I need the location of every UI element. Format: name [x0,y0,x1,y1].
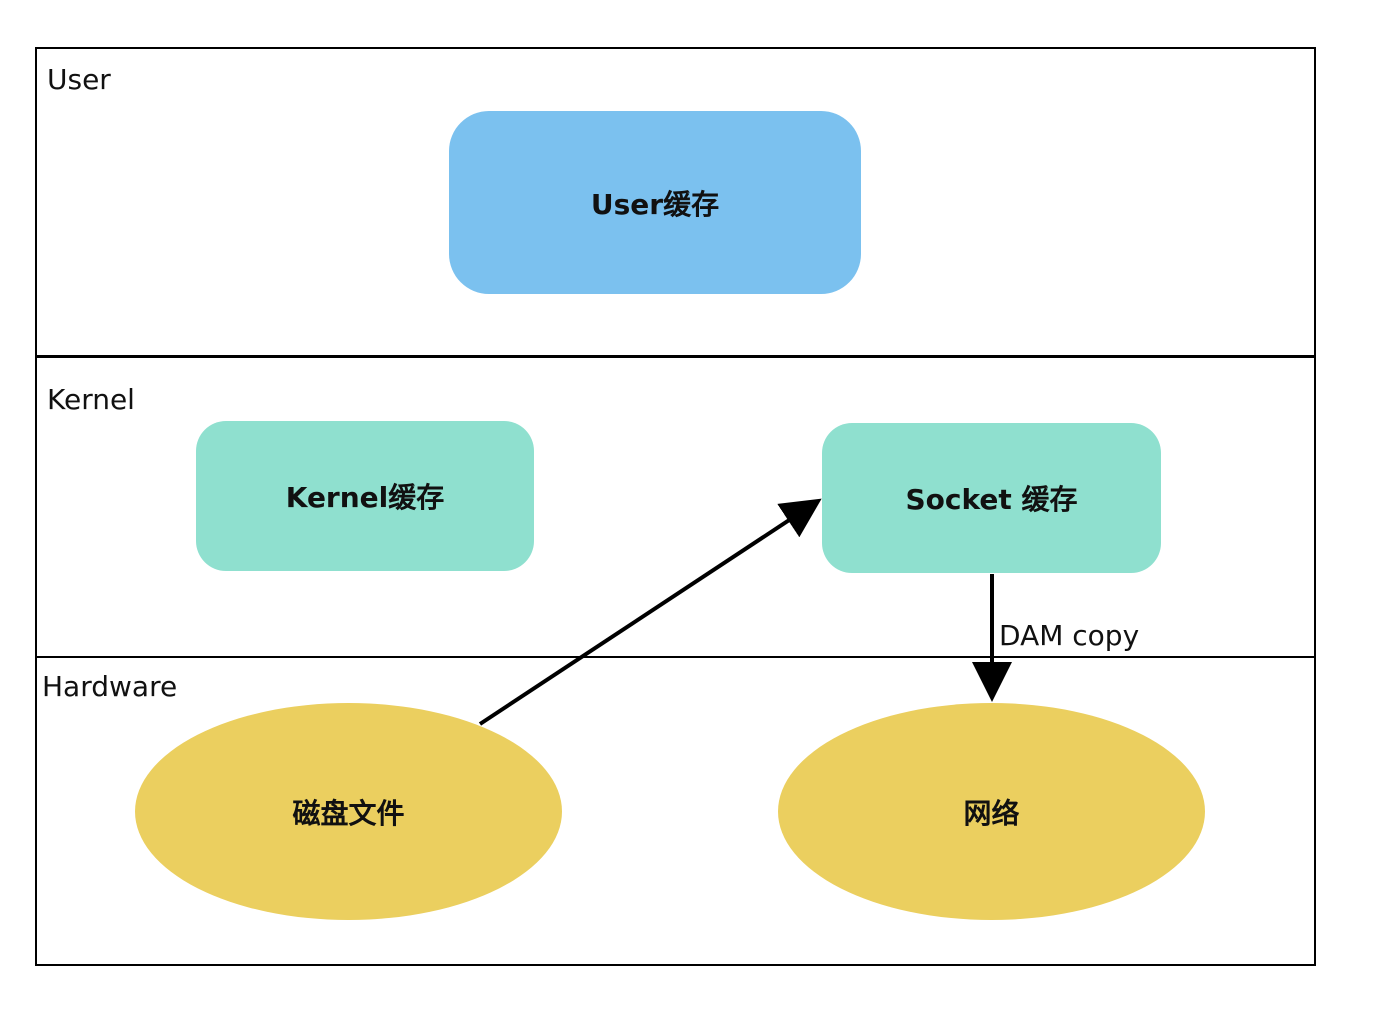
region-label-kernel: Kernel [47,383,135,416]
user-buffer-label: User缓存 [590,187,720,221]
user-buffer-node: User缓存 [449,111,861,294]
user-kernel-divider [35,355,1316,358]
disk-file-label: 磁盘文件 [292,796,405,830]
kernel-buffer-label: Kernel缓存 [285,481,445,514]
kernel-buffer-node: Kernel缓存 [196,421,534,571]
dma-copy-label: DAM copy [997,619,1142,652]
socket-buffer-node: Socket 缓存 [822,423,1161,573]
kernel-hardware-divider [35,656,1316,658]
network-node: 网络 [778,703,1205,920]
disk-file-node: 磁盘文件 [135,703,562,920]
network-label: 网络 [963,796,1020,830]
region-label-user: User [47,63,111,96]
diagram-frame [35,47,1316,966]
socket-buffer-label: Socket 缓存 [905,483,1078,516]
region-label-hardware: Hardware [42,670,178,703]
